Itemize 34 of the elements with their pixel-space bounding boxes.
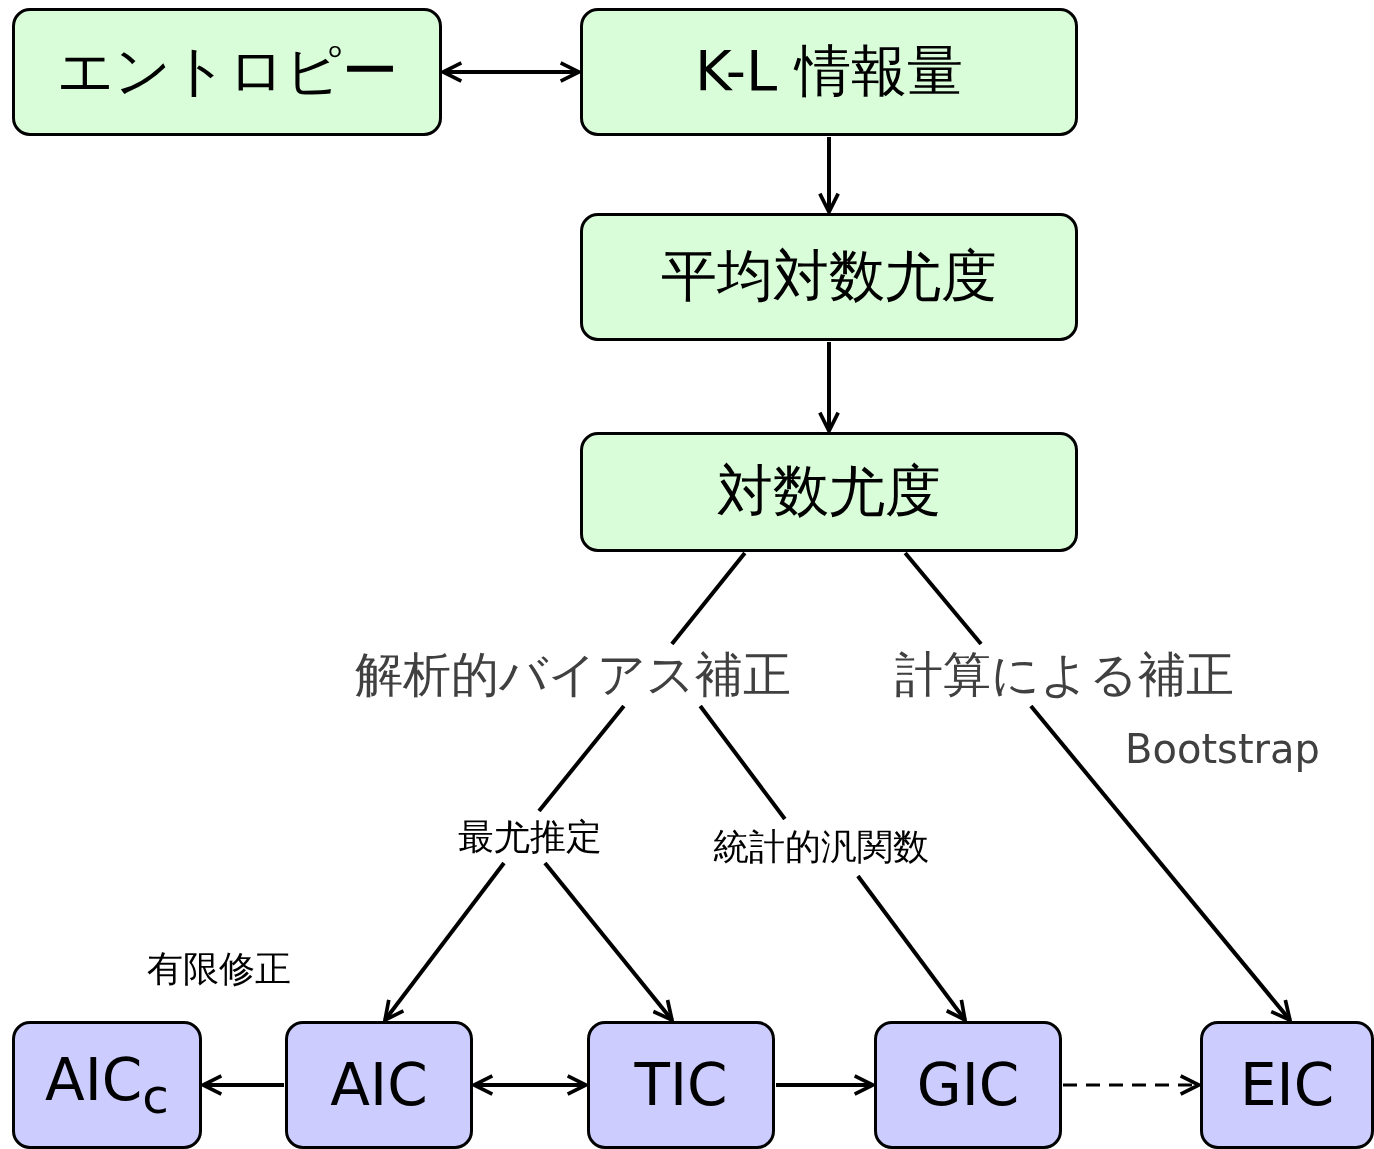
box-label: 平均対数尤度 [661, 242, 997, 310]
arrow [472, 1074, 588, 1096]
arrow [543, 861, 674, 1022]
arrow [201, 1074, 284, 1096]
arrow [1029, 704, 1292, 1022]
arrow [856, 874, 967, 1022]
box-label: TIC [634, 1051, 728, 1119]
process-box [285, 1021, 473, 1149]
arrow [383, 861, 506, 1022]
box-label: AIC [330, 1051, 428, 1119]
process-box [12, 8, 442, 136]
box-label: AIC$_{c}$ [45, 1046, 169, 1124]
process-box [587, 1021, 775, 1149]
connector-line [698, 704, 787, 821]
process-box [12, 1021, 202, 1149]
connector-line [670, 551, 747, 646]
arrow [776, 1074, 875, 1096]
connector-line [537, 704, 626, 813]
connector-line [903, 551, 983, 646]
arrow [818, 137, 840, 214]
process-box [580, 432, 1078, 552]
box-label: GIC [916, 1051, 1020, 1119]
arrow [1063, 1074, 1201, 1096]
process-box [580, 213, 1078, 341]
box-label: エントロピー [56, 37, 398, 105]
arrow [818, 342, 840, 433]
process-box [1200, 1021, 1374, 1149]
note-label: Bootstrap [1125, 726, 1320, 772]
box-label: EIC [1239, 1051, 1335, 1119]
process-box [580, 8, 1078, 136]
process-box [874, 1021, 1062, 1149]
box-label: 対数尤度 [717, 457, 941, 525]
box-label: K-L 情報量 [694, 37, 964, 105]
arrow [441, 61, 581, 83]
